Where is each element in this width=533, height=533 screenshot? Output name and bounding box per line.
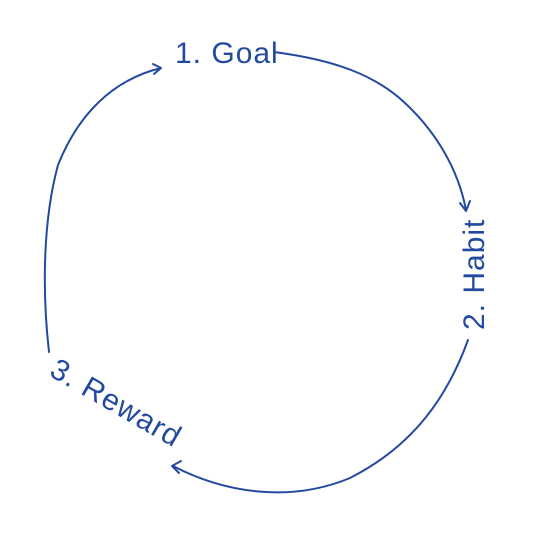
step-label-habit: 2. Habit bbox=[458, 219, 491, 330]
step-label-reward: 3. Reward bbox=[45, 352, 188, 453]
arrow-head-to-habit bbox=[459, 200, 471, 212]
arc-goal-to-habit bbox=[273, 51, 467, 211]
step-label-goal: 1. Goal bbox=[175, 37, 279, 70]
arrow-head-to-reward bbox=[171, 460, 182, 474]
arrow-head-to-goal bbox=[152, 63, 162, 75]
arc-reward-to-goal bbox=[43, 67, 162, 353]
arc-habit-to-reward bbox=[172, 339, 469, 494]
